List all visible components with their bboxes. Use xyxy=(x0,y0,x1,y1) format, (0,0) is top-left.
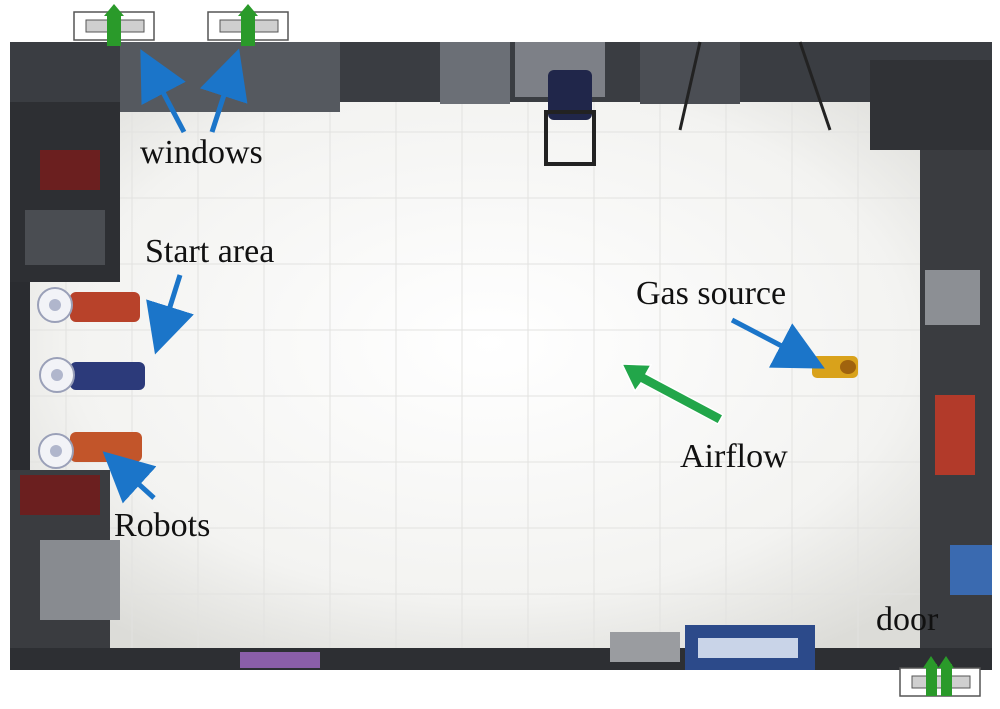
windows-arrow-right xyxy=(199,48,248,133)
left-shelves xyxy=(10,102,120,670)
door-label: door xyxy=(876,601,939,638)
gas-source-icon xyxy=(812,356,858,378)
airflow-label: Airflow xyxy=(680,438,788,475)
robots-label: Robots xyxy=(114,507,211,544)
door-icon xyxy=(899,656,981,697)
chair-icon xyxy=(544,70,596,166)
start-area-label: Start area xyxy=(145,233,275,270)
windows-label: windows xyxy=(140,134,263,171)
window-icon xyxy=(73,4,155,46)
robots-arrow xyxy=(102,451,157,504)
floor-tiles xyxy=(30,90,950,652)
gas-source-arrow xyxy=(730,317,825,369)
airflow-arrow xyxy=(620,363,725,426)
window-icon xyxy=(207,4,289,46)
right-shelves xyxy=(920,150,992,650)
robot-icon xyxy=(39,357,145,393)
windows-arrow-left xyxy=(140,49,187,134)
bottom-wall xyxy=(10,625,992,670)
start-area-arrow xyxy=(146,274,194,355)
gas-source-label: Gas source xyxy=(636,275,787,312)
robot-icon xyxy=(37,287,140,323)
annotation-arrows xyxy=(102,48,825,504)
